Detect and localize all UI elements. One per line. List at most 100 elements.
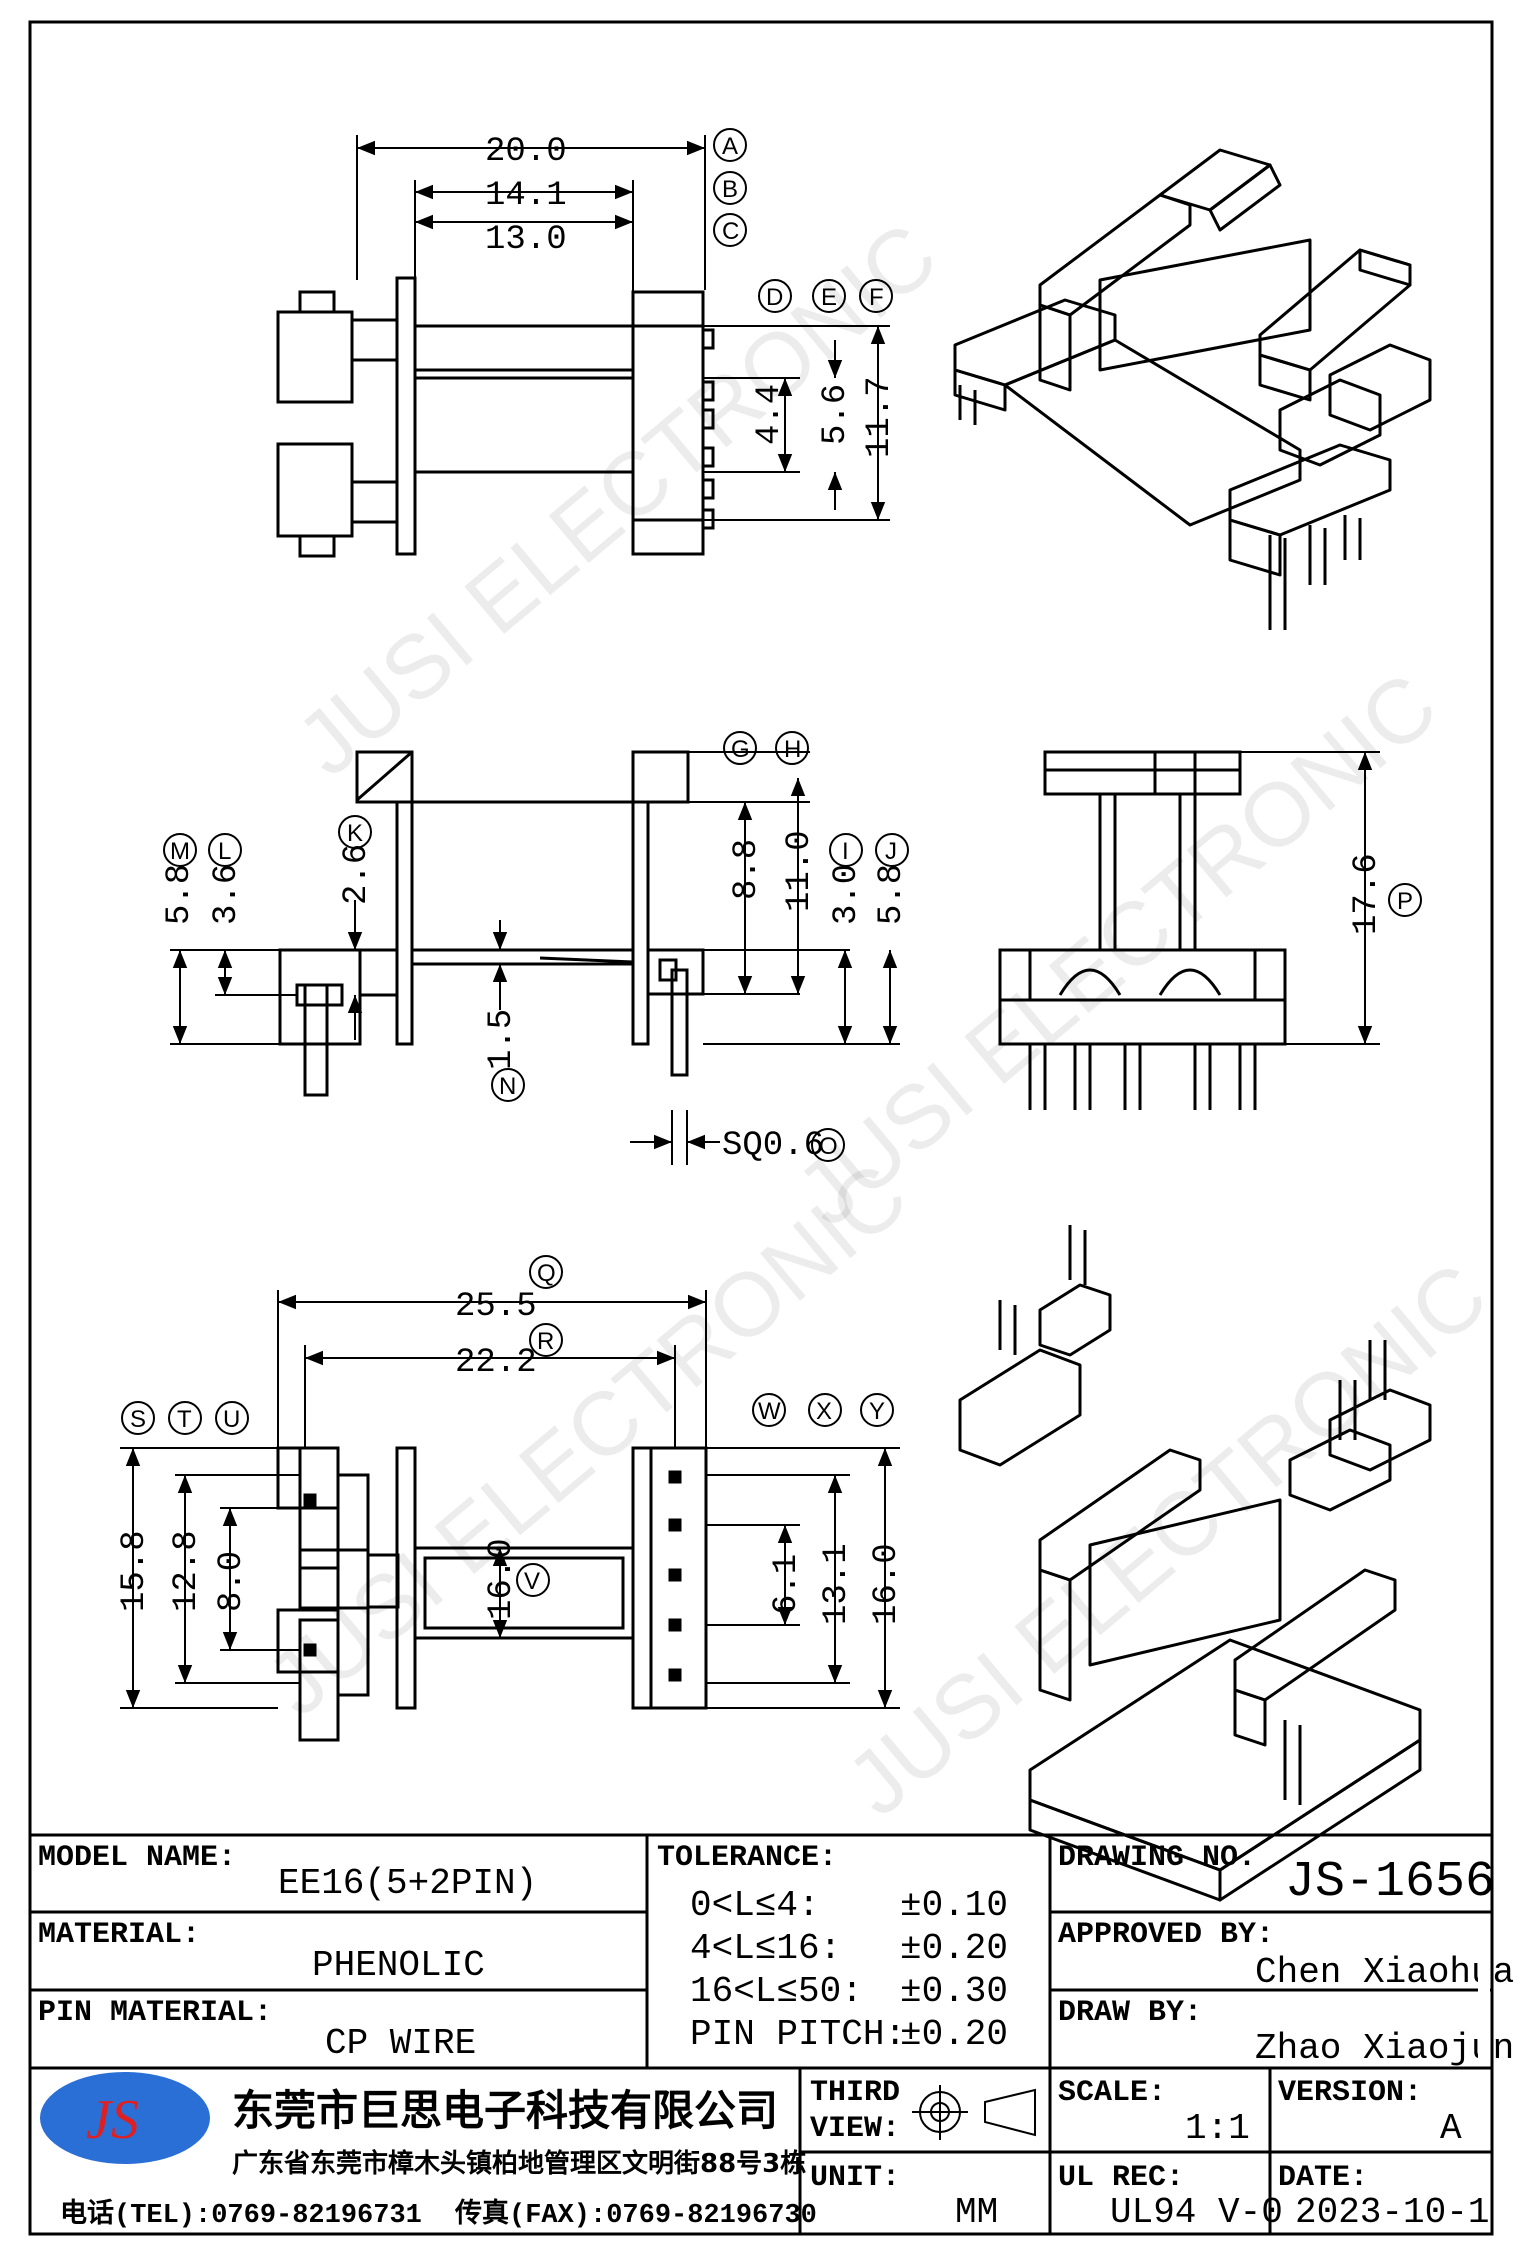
dim-O-value: SQ0.6 [722, 1127, 824, 1165]
front-view [278, 750, 705, 1097]
date: 2023-10-1 [1295, 2192, 1489, 2233]
tolerance-value-3: ±0.30 [900, 1971, 1008, 2012]
svg-text:JUSI ELECTRONIC: JUSI ELECTRONIC [829, 1244, 1506, 1835]
dim-T-value: 12.8 [168, 1530, 206, 1612]
drawing-no-label: DRAWING NO. [1058, 1841, 1256, 1875]
dim-N-value: 1.5 [483, 1009, 521, 1070]
top-view-callouts [713, 128, 893, 313]
dim-D-value: 4.4 [751, 384, 789, 445]
callout-E: E [821, 284, 837, 311]
callout-K: K [347, 820, 363, 847]
unit-label: UNIT: [810, 2161, 900, 2195]
dim-E-value: 5.6 [817, 384, 855, 445]
dim-M-value: 5.8 [161, 864, 199, 925]
title-block-grid [30, 1833, 1492, 2234]
scale-version-cells: SCALE: 1:1 VERSION: A UL REC: UL94 V-0 D… [1058, 2076, 1489, 2233]
callout-U: U [223, 1406, 240, 1433]
material: PHENOLIC [312, 1945, 485, 1986]
pin-material-label: PIN MATERIAL: [38, 1996, 272, 2030]
dim-F-value: 11.7 [861, 376, 899, 458]
scale: 1:1 [1185, 2108, 1250, 2149]
callout-P: P [1397, 888, 1413, 915]
callout-X: X [816, 1398, 832, 1425]
dim-B-value: 14.1 [485, 177, 567, 215]
third-view-label-1: THIRD [810, 2076, 900, 2110]
dim-W-value: 6.1 [768, 1554, 806, 1615]
tolerance-value-2: ±0.20 [900, 1928, 1008, 1969]
name-clip-mask [1478, 1940, 1490, 2065]
dim-X-value: 13.1 [818, 1543, 856, 1625]
callout-N: N [499, 1073, 516, 1100]
dim-H-value: 11.0 [781, 830, 819, 912]
company-fax: 传真(FAX):0769-82196730 [454, 2198, 817, 2231]
title-block-text: MODEL NAME: EE16(5+2PIN) MATERIAL: PHENO… [38, 1841, 1514, 2069]
bottom-view-dimensions [120, 1290, 900, 1709]
callout-M: M [170, 838, 190, 865]
top-view [276, 276, 715, 558]
dim-J-value: 5.8 [873, 864, 911, 925]
bottom-view-callouts [121, 1255, 894, 1597]
draw-by: Zhao Xiaojun [1255, 2028, 1514, 2069]
dim-U-value: 8.0 [213, 1551, 251, 1612]
dim-G-value: 8.8 [728, 839, 766, 900]
callout-F: F [869, 284, 884, 311]
bottom-view [276, 1446, 708, 1742]
version: A [1440, 2108, 1462, 2149]
dim-C-value: 13.0 [485, 221, 567, 259]
callout-S: S [130, 1406, 146, 1433]
svg-text:JUSI ELECTRONIC: JUSI ELECTRONIC [249, 1144, 926, 1735]
draw-by-label: DRAW BY: [1058, 1996, 1202, 2030]
top-view-dimensions [356, 135, 890, 521]
dim-K-value: 2.6 [338, 844, 376, 905]
tolerance-range-3: 16<L≤50: [690, 1971, 863, 2012]
dim-R-value: 22.2 [455, 1344, 537, 1382]
callout-R: R [537, 1328, 554, 1355]
date-label: DATE: [1278, 2161, 1368, 2195]
approved-by-label: APPROVED BY: [1058, 1918, 1274, 1952]
callout-W: W [758, 1398, 781, 1425]
company-name: 东莞市巨思电子科技有限公司 [232, 2086, 778, 2135]
callout-D: D [766, 284, 783, 311]
tolerance-value-4: ±0.20 [900, 2014, 1008, 2055]
tolerance-range-2: 4<L≤16: [690, 1928, 841, 1969]
material-label: MATERIAL: [38, 1918, 200, 1952]
callout-V: V [524, 1568, 540, 1595]
dim-P-value: 17.6 [1348, 853, 1386, 935]
version-label: VERSION: [1278, 2076, 1422, 2110]
tolerance-range-1: 0<L≤4: [690, 1885, 820, 1926]
third-view-cell: THIRD VIEW: UNIT: MM [798, 2068, 1036, 2234]
callout-B: B [722, 176, 738, 203]
tolerance-label: TOLERANCE: [657, 1841, 837, 1875]
ul-rec-label: UL REC: [1058, 2161, 1184, 2195]
scale-label: SCALE: [1058, 2076, 1166, 2110]
approved-by: Chen Xiaohua [1255, 1952, 1514, 1993]
unit: MM [955, 2192, 998, 2233]
callout-Q: Q [537, 1260, 556, 1287]
isometric-view-bottom [958, 1225, 1432, 1902]
tolerance-range-4: PIN PITCH: [690, 2014, 906, 2055]
front-view-callouts [163, 731, 909, 1162]
dim-Q-value: 25.5 [455, 1288, 537, 1326]
dim-I-value: 3.0 [828, 864, 866, 925]
ul-rec: UL94 V-0 [1110, 2192, 1283, 2233]
drawing-no: JS-1656 [1285, 1854, 1495, 1911]
callout-T: T [177, 1406, 192, 1433]
dim-Y-value: 16.0 [868, 1543, 906, 1625]
callout-O: O [819, 1133, 838, 1160]
front-view-dimensions [170, 751, 900, 1165]
callout-H: H [784, 736, 801, 763]
model-name-label: MODEL NAME: [38, 1841, 236, 1875]
callout-A: A [722, 133, 738, 160]
front-view-dim-text: 8.8 11.0 3.0 5.8 5.8 3.6 2.6 1.5 SQ0.6 [161, 830, 911, 1165]
dim-A-value: 20.0 [485, 133, 567, 171]
callout-J: J [885, 838, 897, 865]
sheet-border [28, 20, 1494, 2236]
svg-text:JS: JS [86, 2089, 139, 2151]
dim-L-value: 3.6 [208, 864, 246, 925]
company-logo: JS [40, 2072, 210, 2164]
callout-G: G [731, 736, 750, 763]
side-view [998, 750, 1287, 1110]
model-name: EE16(5+2PIN) [278, 1863, 537, 1904]
tolerance-value-1: ±0.10 [900, 1885, 1008, 1926]
